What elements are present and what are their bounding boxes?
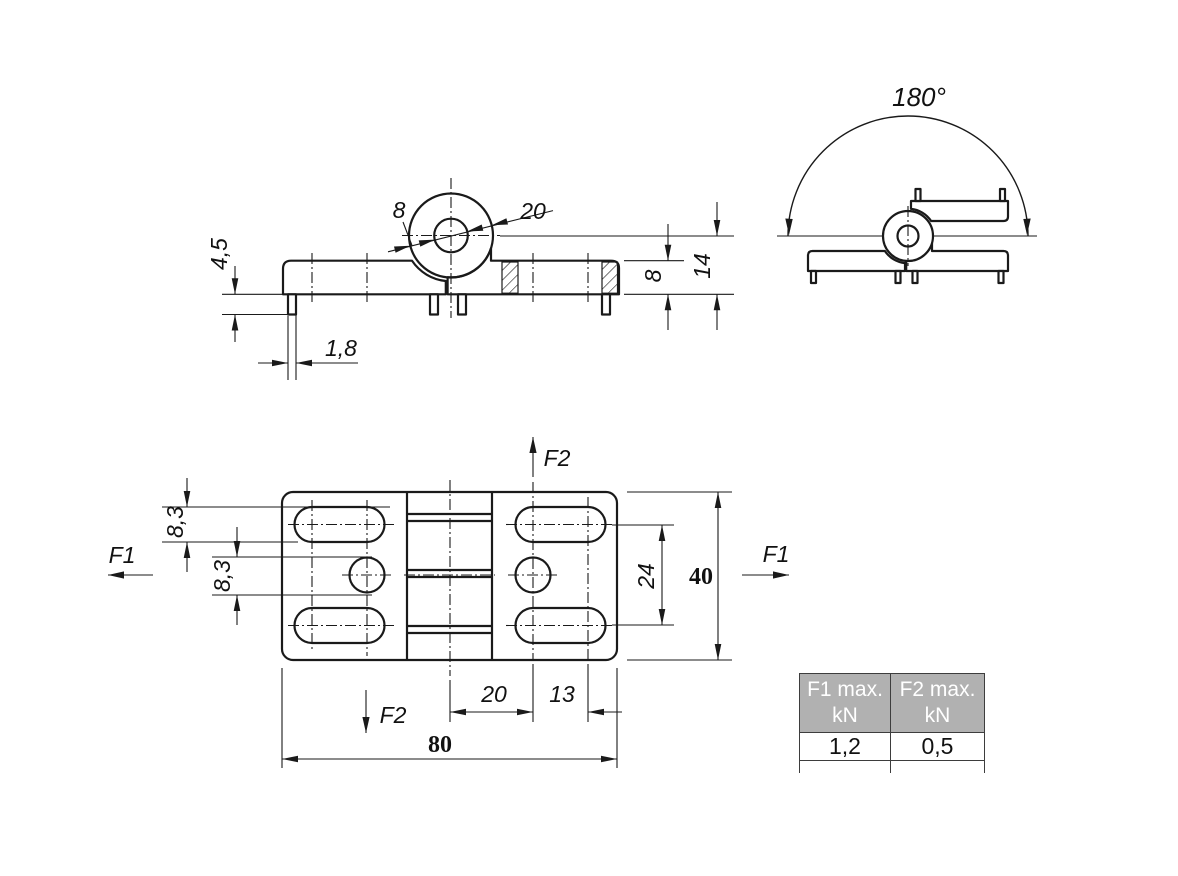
table-header-f1-line1: F1 max. bbox=[807, 678, 883, 701]
f1-label-left: F1 bbox=[109, 542, 136, 568]
left-leaf-profile bbox=[281, 259, 447, 296]
dim-pin-width: 1,8 bbox=[325, 335, 357, 361]
dim-pin-height: 4,5 bbox=[206, 238, 232, 270]
dim-hole-diameter-plan: 8,3 bbox=[209, 560, 235, 592]
f2-label-bottom: F2 bbox=[380, 702, 407, 728]
diameter-leader-bend bbox=[402, 221, 413, 246]
load-capacity-table: F1 max. kN F2 max. kN 1,2 0,5 bbox=[799, 673, 985, 773]
dim-hole-spacing: 24 bbox=[633, 563, 659, 590]
open-view-left-leaf bbox=[806, 249, 907, 273]
mounting-pin bbox=[428, 293, 440, 316]
table-value-f2: 0,5 bbox=[891, 733, 985, 761]
dim-hole-diameter: 8 bbox=[393, 197, 406, 223]
open-view-pin bbox=[809, 269, 818, 285]
table-header-f2: F2 max. kN bbox=[891, 673, 985, 733]
f2-label-top: F2 bbox=[544, 445, 571, 471]
table-header-f1-line2: kN bbox=[832, 704, 858, 727]
f2-arrow-down bbox=[362, 690, 370, 733]
dim-slot-pitch: 13 bbox=[549, 681, 575, 707]
section-hatch bbox=[501, 261, 519, 294]
f1-arrow-right bbox=[742, 571, 789, 579]
open-angle-view: 180° bbox=[777, 82, 1037, 285]
table-header-f2-line2: kN bbox=[924, 704, 951, 727]
rotated-leaf-phantom bbox=[909, 187, 1010, 223]
dim-slot-width: 8,3 bbox=[162, 506, 188, 538]
plan-view: 8,3 8,3 F1 F1 F2 F2 24 40 20 13 80 bbox=[108, 437, 789, 768]
mounting-pin bbox=[600, 293, 612, 316]
mounting-pin bbox=[286, 293, 298, 316]
f1-label-right: F1 bbox=[763, 541, 790, 567]
f1-arrow-left bbox=[108, 571, 153, 579]
dim-opening-angle: 180° bbox=[892, 82, 946, 112]
open-view-pin bbox=[997, 269, 1005, 285]
dim-plate-length: 80 bbox=[428, 732, 452, 758]
table-header-f2-line1: F2 max. bbox=[899, 678, 976, 701]
open-view-pin bbox=[911, 269, 919, 285]
table-stub bbox=[799, 761, 891, 773]
open-view-pin bbox=[894, 269, 902, 285]
f2-arrow-up bbox=[529, 437, 537, 477]
dim-leaf-thickness: 8 bbox=[640, 269, 666, 282]
dim-plate-width: 40 bbox=[689, 564, 713, 590]
side-view: 8 20 4,5 1,8 8 14 bbox=[206, 178, 734, 380]
table-header-f1: F1 max. kN bbox=[799, 673, 891, 733]
table-value-f1: 1,2 bbox=[799, 733, 891, 761]
dim-overall-height: 14 bbox=[689, 253, 715, 279]
mounting-pin bbox=[456, 293, 468, 316]
table-stub bbox=[891, 761, 985, 773]
swing-arc bbox=[787, 115, 1029, 237]
dim-knuckle-diameter: 20 bbox=[519, 198, 546, 224]
dim-axis-to-slot: 20 bbox=[480, 681, 507, 707]
section-hatch bbox=[601, 261, 619, 294]
